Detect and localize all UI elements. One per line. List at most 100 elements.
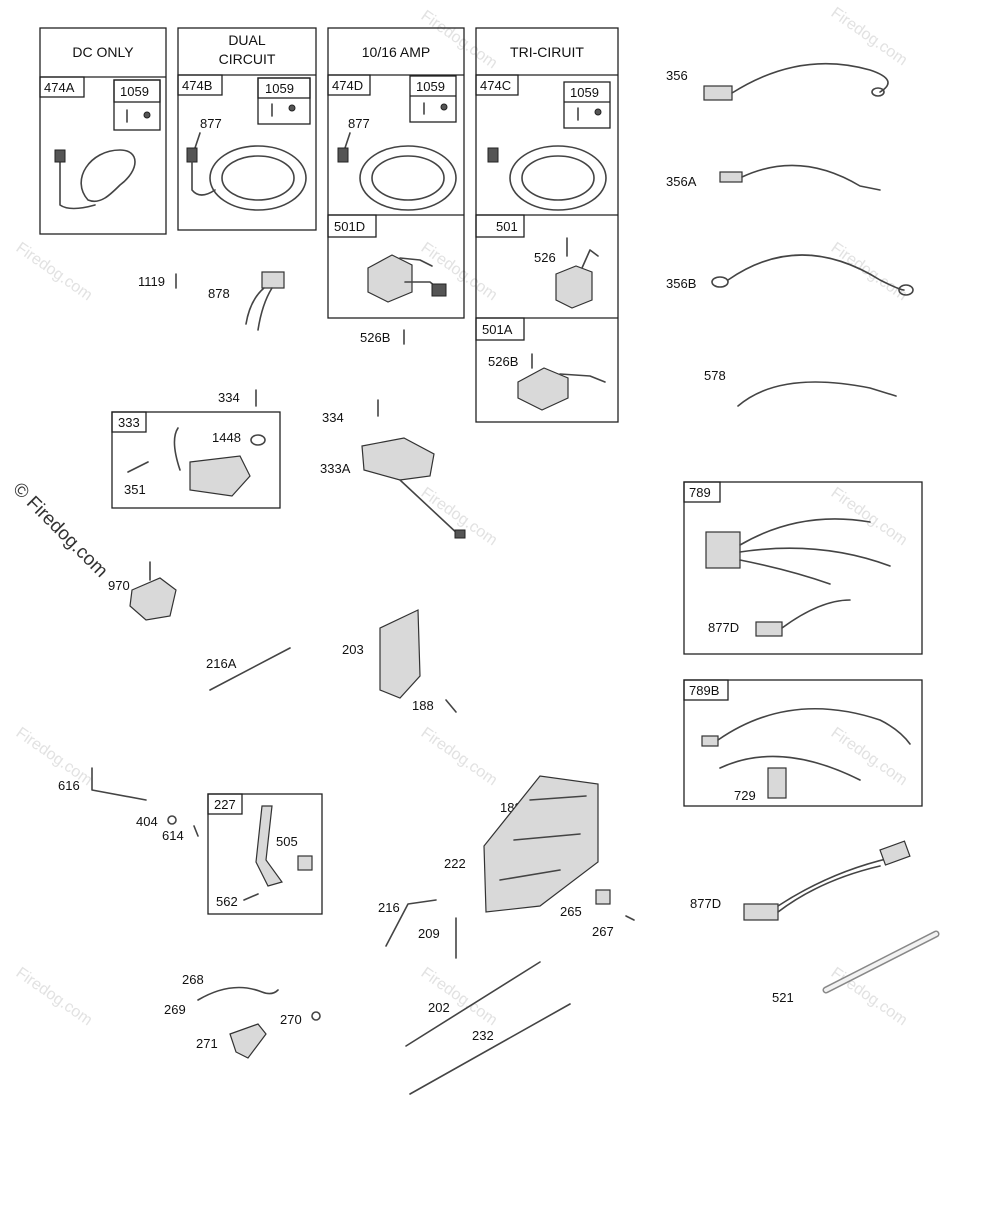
part-label-614: 614: [162, 828, 184, 843]
part-label-1448: 1448: [212, 430, 241, 445]
part-label-616: 616: [58, 778, 80, 793]
part-label-526b: 526B: [360, 330, 390, 345]
part-label-216: 216: [378, 900, 400, 915]
part-label-521: 521: [772, 990, 794, 1005]
solenoid-970: [129, 577, 177, 621]
part-label-526b: 526B: [488, 354, 518, 369]
control-kit-227: 227 505 562: [207, 793, 323, 915]
watermark-text: Firedog.com: [418, 7, 501, 72]
part-label-222: 222: [444, 856, 466, 871]
part-label-1059: 1059: [570, 85, 599, 100]
stator-dc-shape: [80, 149, 136, 203]
part-label-474b: 474B: [182, 78, 212, 93]
watermark-text: Firedog.com: [13, 964, 96, 1029]
kit-header-dc-only: DC ONLY: [72, 44, 134, 60]
part-label-269: 269: [164, 1002, 186, 1017]
part-label-501: 501: [496, 219, 518, 234]
link-216a: [209, 647, 291, 691]
part-label-1059: 1059: [416, 79, 445, 94]
kit-dc-only: DC ONLY 474A 1059: [39, 27, 167, 235]
part-label-877: 877: [348, 116, 370, 131]
part-label-877: 877: [200, 116, 222, 131]
part-label-789: 789: [689, 485, 711, 500]
part-label-333: 333: [118, 415, 140, 430]
cable-232: [409, 1003, 571, 1095]
watermark-text: Firedog.com: [828, 4, 911, 69]
part-label-202: 202: [428, 1000, 450, 1015]
part-label-404: 404: [136, 814, 158, 829]
regulator-501: [555, 265, 593, 309]
lever-227: [255, 805, 283, 887]
kit-header-tri-circuit: TRI-CIRUIT: [510, 44, 584, 60]
bracket-271: [229, 1023, 267, 1059]
part-label-333a: 333A: [320, 461, 351, 476]
part-label-271: 271: [196, 1036, 218, 1051]
part-label-501a: 501A: [482, 322, 513, 337]
part-label-216a: 216A: [206, 656, 237, 671]
harness-kit-789b: 789B 729: [683, 679, 923, 807]
part-label-209: 209: [418, 926, 440, 941]
part-label-505: 505: [276, 834, 298, 849]
kit-header-circuit: CIRCUIT: [219, 51, 276, 67]
part-label-227: 227: [214, 797, 236, 812]
part-label-351: 351: [124, 482, 146, 497]
watermark-text: Firedog.com: [418, 724, 501, 789]
part-label-232: 232: [472, 1028, 494, 1043]
link-216: [385, 899, 437, 947]
watermark-text: Firedog.com: [828, 964, 911, 1029]
part-label-878: 878: [208, 286, 230, 301]
part-label-1119: 1119: [138, 274, 165, 289]
part-label-334: 334: [322, 410, 344, 425]
part-label-474d: 474D: [332, 78, 363, 93]
watermark-text: Firedog.com: [418, 239, 501, 304]
part-label-356a: 356A: [666, 174, 697, 189]
bracket-203: [379, 609, 421, 699]
connector-789: [705, 531, 741, 569]
watermark-text: Firedog.com: [418, 964, 501, 1029]
part-label-562: 562: [216, 894, 238, 909]
part-label-203: 203: [342, 642, 364, 657]
wire-578: [737, 381, 897, 407]
cable-268: [197, 986, 279, 1001]
part-label-334: 334: [218, 390, 240, 405]
part-label-729: 729: [734, 788, 756, 803]
part-label-356: 356: [666, 68, 688, 83]
watermark-text: Firedog.com: [828, 484, 911, 549]
stator-ring: [209, 145, 307, 211]
part-label-267: 267: [592, 924, 614, 939]
watermark-text: Firedog.com: [828, 239, 911, 304]
part-label-877d: 877D: [708, 620, 739, 635]
part-label-1059: 1059: [120, 84, 149, 99]
kit-dual-circuit: DUAL CIRCUIT 474B 1059 877: [177, 27, 317, 231]
part-label-789b: 789B: [689, 683, 719, 698]
kit-header-dual: DUAL: [228, 32, 266, 48]
part-label-188: 188: [412, 698, 434, 713]
stator-wire: [59, 154, 96, 210]
watermark-text: Firedog.com: [13, 239, 96, 304]
part-label-501d: 501D: [334, 219, 365, 234]
watermarks: Firedog.com Firedog.com Firedog.com Fire…: [8, 4, 910, 1029]
ignition-kit-333: 333 1448 351: [111, 411, 281, 509]
kit-header-10-16-amp: 10/16 AMP: [362, 44, 431, 60]
watermark-text: Firedog.com: [418, 484, 501, 549]
part-label-1059: 1059: [265, 81, 294, 96]
connector-878: [261, 271, 285, 289]
part-label-265: 265: [560, 904, 582, 919]
part-label-474c: 474C: [480, 78, 511, 93]
ignition-coil-333: [189, 455, 251, 497]
copyright-watermark: © Firedog.com: [8, 479, 111, 582]
part-label-268: 268: [182, 972, 204, 987]
harness-356: [731, 62, 889, 94]
regulator-501d: [367, 254, 413, 303]
watermark-text: Firedog.com: [13, 724, 96, 789]
part-label-578: 578: [704, 368, 726, 383]
kit-10-16-amp: 10/16 AMP 474D 1059 877 501D: [327, 27, 465, 319]
ignition-module-333a: [361, 437, 435, 481]
part-label-877d: 877D: [690, 896, 721, 911]
shaft-616: [91, 767, 147, 801]
part-label-474a: 474A: [44, 80, 75, 95]
part-label-526: 526: [534, 250, 556, 265]
part-label-970: 970: [108, 578, 130, 593]
